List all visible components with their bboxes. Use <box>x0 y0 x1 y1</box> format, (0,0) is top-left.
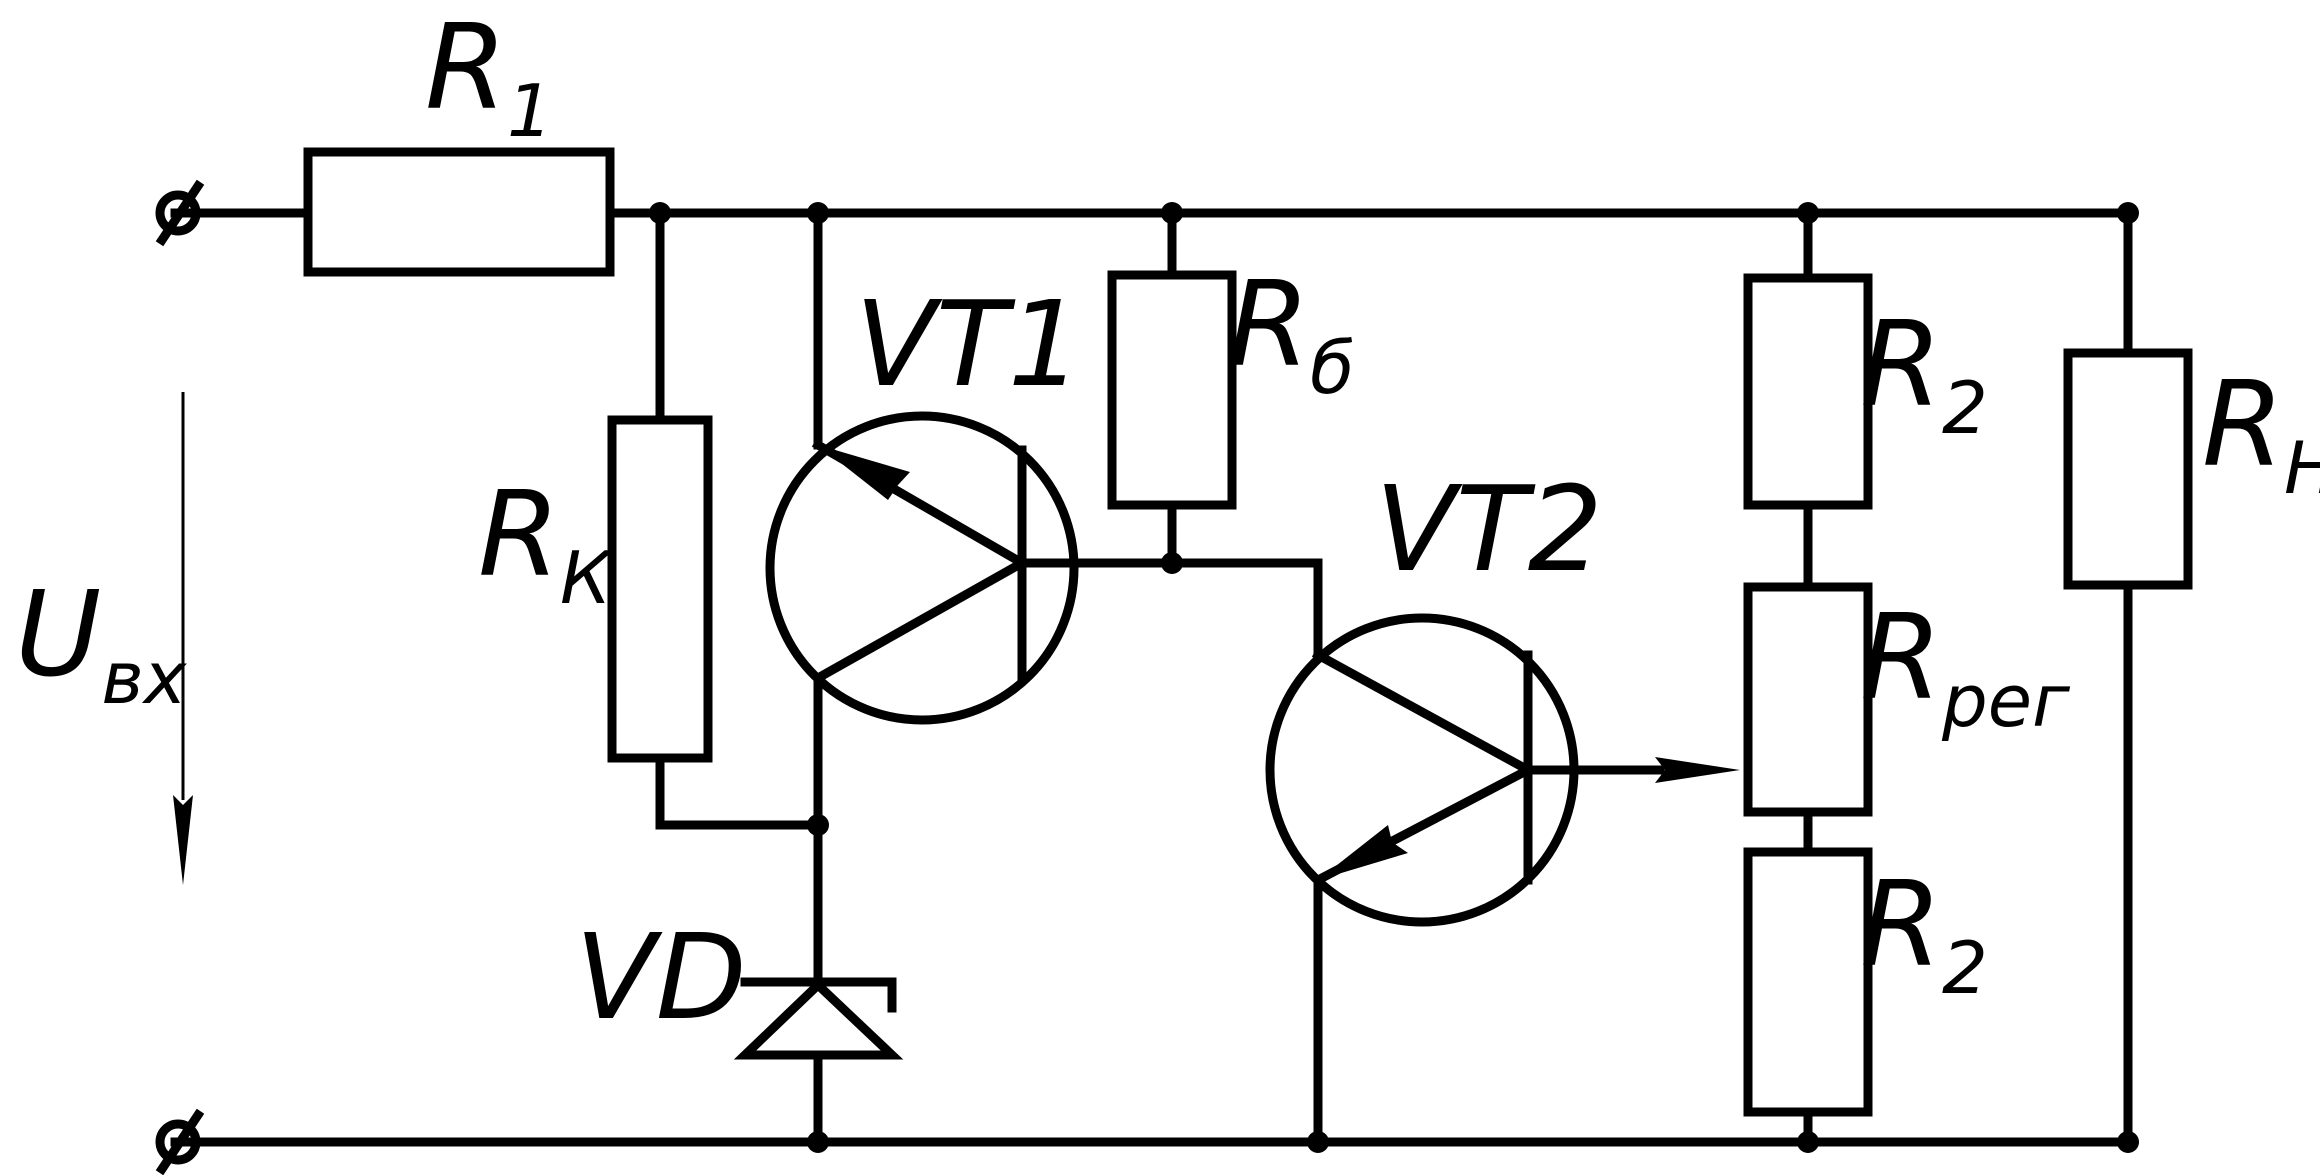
label-rn: RН <box>2202 355 2320 510</box>
zener-diode-vd <box>733 977 904 1060</box>
resistor-r2-top <box>1743 273 1873 510</box>
label-vt1: VT1 <box>855 275 1083 413</box>
transistor-vt2 <box>1265 613 1579 927</box>
resistor-r2-bottom <box>1743 847 1873 1117</box>
resistor-rn <box>2063 348 2193 590</box>
label-uin: Uвх <box>15 565 188 720</box>
label-r1: R1 <box>425 0 553 153</box>
label-vd: VD <box>575 908 747 1046</box>
label-r2-top: R2 <box>1860 295 1988 450</box>
junction-dots <box>649 202 2139 1153</box>
label-rk: RК <box>478 465 614 620</box>
resistor-rb <box>1107 270 1237 510</box>
resistor-r1 <box>303 147 615 277</box>
resistor-rk <box>607 415 713 763</box>
input-terminal-bottom <box>155 1108 205 1175</box>
label-rb: Rб <box>1228 255 1354 410</box>
input-voltage-arrow <box>173 392 193 885</box>
label-rreg: Rрег <box>1860 588 2071 743</box>
label-vt2: VT2 <box>1375 460 1603 598</box>
input-terminal-top <box>155 179 205 247</box>
transistor-vt1 <box>765 411 1079 725</box>
label-r2-bottom: R2 <box>1860 855 1988 1010</box>
resistor-rreg <box>1743 582 1873 817</box>
